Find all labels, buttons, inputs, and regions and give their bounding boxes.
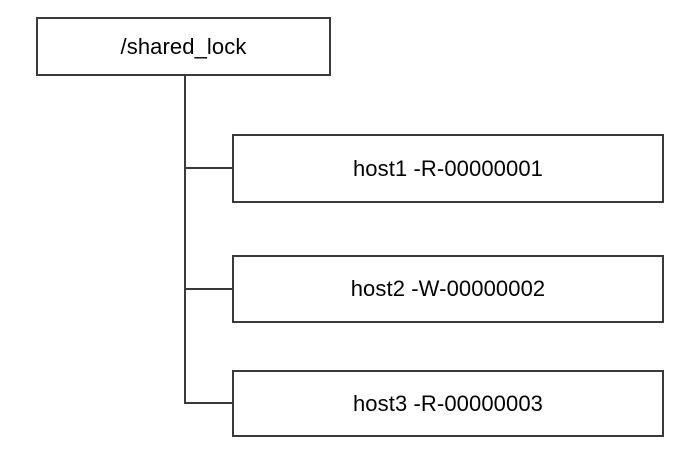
tree-node-child-2: host3 -R-00000003	[232, 370, 664, 437]
tree-node-root: /shared_lock	[36, 17, 331, 76]
tree-node-child-0: host1 -R-00000001	[232, 134, 664, 203]
tree-trunk-line	[184, 75, 186, 404]
tree-node-root-label: /shared_lock	[120, 33, 247, 59]
tree-node-child-1-label: host2 -W-00000002	[350, 276, 546, 301]
tree-branch-line-1	[184, 288, 233, 290]
tree-node-child-0-label: host1 -R-00000001	[352, 155, 544, 181]
tree-branch-line-2	[184, 402, 233, 404]
tree-branch-line-0	[184, 167, 233, 169]
tree-node-child-1: host2 -W-00000002	[232, 255, 664, 323]
tree-node-child-2-label: host3 -R-00000003	[352, 390, 544, 416]
